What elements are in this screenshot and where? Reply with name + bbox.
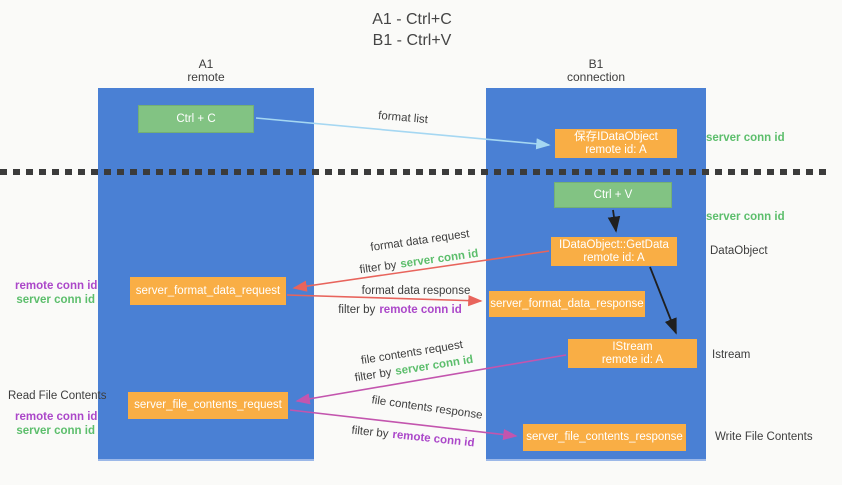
server-file-contents-response-label: server_file_contents_response — [526, 431, 683, 443]
dataobject-label: DataObject — [710, 245, 768, 257]
lane-b1-id: B1 — [588, 57, 604, 71]
filter-by-text: filter by — [353, 366, 393, 385]
lane-header-a1: A1 remote — [146, 58, 266, 84]
lane-header-b1: B1 connection — [536, 58, 656, 84]
write-file-contents-label: Write File Contents — [715, 431, 813, 443]
remote-conn-id-label-mid: remote conn id — [15, 280, 98, 292]
session-separator-line — [0, 169, 828, 175]
remote-conn-id-text: remote conn id — [391, 428, 476, 450]
node-istream: IStream remote id: A — [568, 339, 697, 368]
remote-conn-id-text: remote conn id — [379, 304, 462, 316]
left-conn-ids-mid: remote conn id server conn id — [15, 279, 98, 307]
read-file-contents-label: Read File Contents — [8, 390, 107, 402]
node-server-format-data-request: server_format_data_request — [130, 277, 286, 305]
format-list-label: format list — [377, 109, 429, 127]
save-idataobject-line1: 保存IDataObject — [574, 130, 658, 143]
save-idataobject-line2: remote id: A — [585, 143, 647, 156]
istream-line1: IStream — [612, 340, 653, 353]
node-ctrl-v: Ctrl + V — [554, 182, 672, 208]
getdata-line2: remote id: A — [583, 251, 645, 264]
server-format-data-request-label: server_format_data_request — [135, 284, 281, 297]
ctrl-v-label: Ctrl + V — [593, 188, 633, 201]
istream-side-label: Istream — [712, 349, 751, 361]
remote-conn-id-label-bottom: remote conn id — [15, 411, 98, 423]
file-contents-response-label: file contents response — [370, 394, 484, 422]
node-server-file-contents-response: server_file_contents_response — [523, 424, 686, 451]
node-server-format-data-response: server_format_data_response — [489, 291, 645, 317]
server-conn-id-label-top: server conn id — [706, 132, 785, 144]
filter-by-text: filter by — [350, 424, 390, 441]
filter-by-text: filter by — [338, 304, 376, 316]
diagram-title: A1 - Ctrl+C B1 - Ctrl+V — [312, 9, 512, 51]
lane-a1-role: remote — [187, 70, 225, 84]
title-line-1: A1 - Ctrl+C — [372, 11, 452, 28]
lane-a1-id: A1 — [198, 57, 214, 71]
ctrl-c-label: Ctrl + C — [176, 112, 216, 125]
node-ctrl-c: Ctrl + C — [138, 105, 254, 133]
filter-by-text: filter by — [358, 259, 398, 277]
server-conn-id-text: server conn id — [399, 247, 480, 271]
lane-b1-role: connection — [566, 70, 626, 84]
node-idataobject-getdata: IDataObject::GetData remote id: A — [551, 237, 677, 266]
title-line-2: B1 - Ctrl+V — [372, 32, 452, 49]
server-format-data-response-label: server_format_data_response — [490, 297, 644, 310]
node-save-idataobject: 保存IDataObject remote id: A — [555, 129, 677, 158]
server-conn-id-label-mid: server conn id — [706, 211, 785, 223]
istream-line2: remote id: A — [601, 353, 664, 366]
getdata-line1: IDataObject::GetData — [559, 238, 669, 251]
server-file-contents-request-label: server_file_contents_request — [134, 399, 282, 411]
server-conn-id-label-mid-left: server conn id — [16, 294, 95, 306]
server-conn-id-label-bottom: server conn id — [16, 425, 95, 437]
left-conn-ids-bottom: remote conn id server conn id — [15, 410, 98, 438]
format-data-response-label: format data response — [361, 285, 471, 297]
node-server-file-contents-request: server_file_contents_request — [128, 392, 288, 419]
